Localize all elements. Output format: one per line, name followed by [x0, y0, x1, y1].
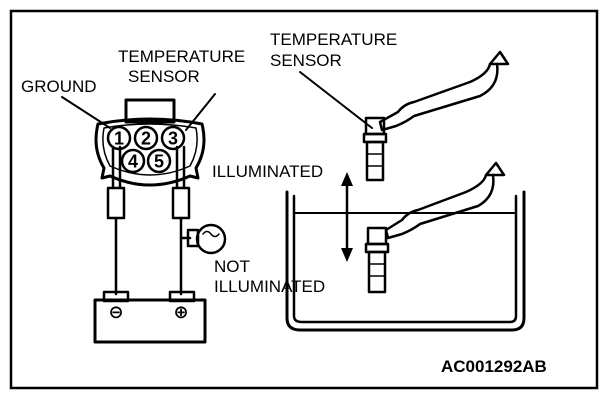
- water-bath: [285, 190, 526, 332]
- test-wires: [114, 216, 183, 296]
- pin-4-label: 4: [128, 152, 138, 172]
- leader-line-right: [299, 71, 373, 129]
- figure-code: AC001292AB: [441, 357, 547, 376]
- temp-sensor-left-label-line2: SENSOR: [128, 67, 200, 86]
- test-lamp: [179, 223, 227, 255]
- connector-pin-3: 3: [160, 125, 186, 151]
- sensor-in-water: [364, 161, 506, 294]
- connector-pin-1: 1: [106, 125, 132, 151]
- temp-sensor-left-label-line1: TEMPERATURE: [118, 47, 245, 66]
- ground-label: GROUND: [21, 77, 97, 96]
- pin-1-label: 1: [114, 129, 124, 149]
- battery-negative-icon: ⊖: [108, 302, 123, 322]
- pin-5-label: 5: [154, 152, 164, 172]
- connector-pin-4: 4: [120, 148, 146, 174]
- leader-lines-left: [61, 93, 216, 131]
- connector-pin-2: 2: [133, 125, 159, 151]
- connector: [94, 98, 206, 187]
- illuminated-label: ILLUMINATED: [212, 162, 323, 181]
- sensor-in-air: [362, 50, 510, 182]
- battery: ⊖ ⊕: [93, 290, 207, 344]
- pin-3-label: 3: [168, 129, 178, 149]
- battery-positive-icon: ⊕: [173, 302, 188, 322]
- temp-sensor-right-label-line1: TEMPERATURE: [270, 30, 397, 49]
- not-illuminated-label-line2: ILLUMINATED: [214, 277, 325, 296]
- pin-2-label: 2: [141, 129, 151, 149]
- not-illuminated-label-line1: NOT: [214, 257, 250, 276]
- temp-sensor-right-label-line2: SENSOR: [270, 51, 342, 70]
- up-down-arrow-icon: [341, 172, 353, 262]
- connector-pin-5: 5: [146, 148, 172, 174]
- figure-frame: [9, 9, 599, 390]
